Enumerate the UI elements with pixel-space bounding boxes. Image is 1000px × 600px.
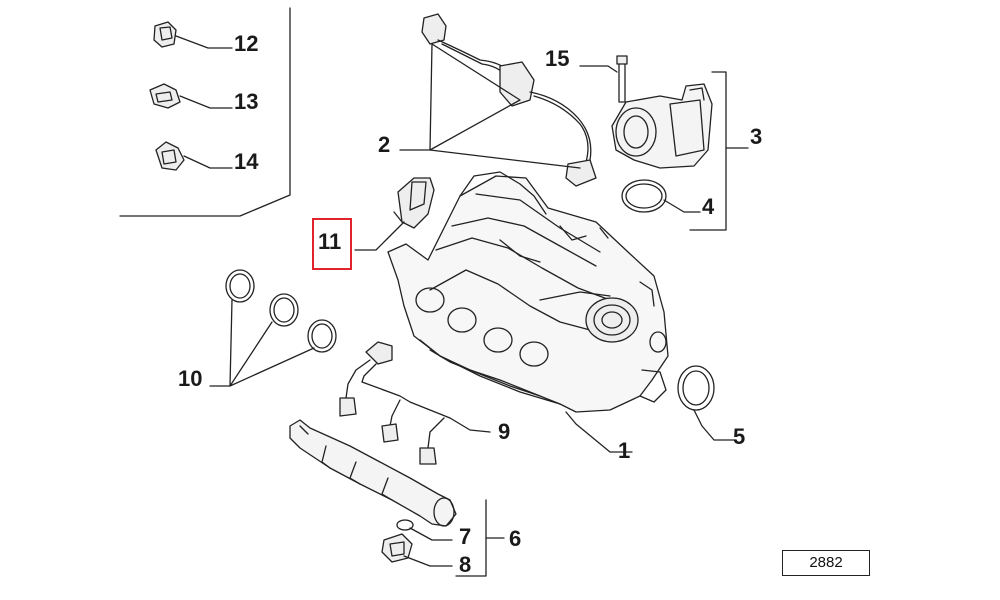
highlight-box-11 <box>312 218 352 270</box>
callout-12: 12 <box>234 31 259 56</box>
part-4-gasket <box>621 179 701 213</box>
part-9-harness <box>339 341 491 465</box>
part-14-clip <box>155 141 233 171</box>
part-13-clip <box>149 83 233 109</box>
callout-8: 8 <box>459 552 472 577</box>
part-12-clip <box>153 21 233 49</box>
callout-2: 2 <box>378 132 391 157</box>
callout-14: 14 <box>234 149 259 174</box>
callout-9: 9 <box>498 419 511 444</box>
callout-15: 15 <box>545 46 570 71</box>
part-8-injector <box>381 533 453 567</box>
part-2-sensor-harness <box>399 13 597 187</box>
callout-3: 3 <box>750 124 763 149</box>
part-6-fuel-rail <box>289 419 505 577</box>
part-3-throttle-body <box>611 71 749 231</box>
callout-13: 13 <box>234 89 259 114</box>
callout-6: 6 <box>509 526 522 551</box>
part-1-intake-manifold <box>387 171 669 453</box>
part-11-sensor <box>354 177 435 251</box>
part-10-o-rings <box>209 269 337 387</box>
callout-4: 4 <box>702 194 715 219</box>
part-5-gasket <box>677 365 737 441</box>
reference-code-box: 2882 <box>782 550 870 576</box>
inset-frame-line <box>119 7 291 217</box>
callout-7: 7 <box>459 524 472 549</box>
callout-5: 5 <box>733 424 746 449</box>
callout-11: 11 <box>318 229 342 254</box>
part-7-seal <box>396 519 453 541</box>
callout-1: 1 <box>618 438 631 463</box>
part-15-bolt <box>579 55 628 103</box>
callout-10: 10 <box>178 366 203 391</box>
